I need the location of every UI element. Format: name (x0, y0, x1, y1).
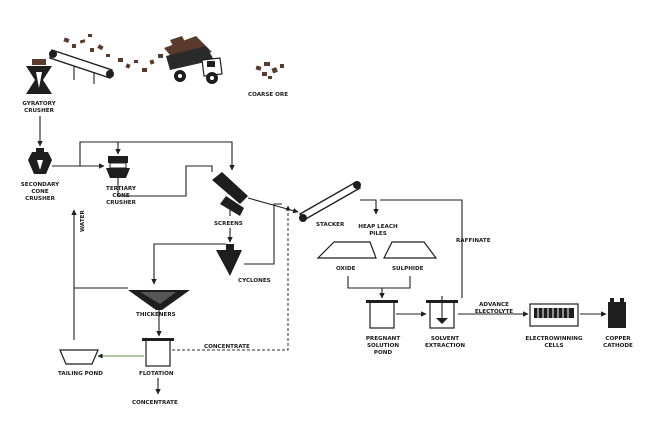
tailing-pond-icon (59, 349, 99, 365)
electrowinning-cells-icon (529, 303, 579, 327)
flow-lines: CONCENTRATE (37, 116, 607, 395)
tailing-pond-label: TAILING POND (58, 371, 103, 377)
screens-icon (212, 172, 248, 216)
oxide-label: OXIDE (336, 266, 356, 272)
flotation-icon (142, 338, 174, 367)
sulphide-heap-icon (383, 241, 438, 259)
feed-conveyor-icon (49, 49, 114, 84)
raffinate-label: RAFFINATE (456, 238, 491, 244)
pregnant-solution-pond-icon (366, 300, 398, 329)
cyclones-label: CYCLONES (238, 278, 271, 284)
cyclones-icon (216, 244, 242, 276)
stacker-label: STACKER (316, 222, 345, 228)
concentrate-output-label: CONCENTRATE (132, 400, 178, 406)
solvent-extraction-icon (426, 296, 458, 329)
secondary-cone-crusher-icon (28, 148, 52, 174)
copper-cathode-icon (608, 298, 626, 328)
coarse-ore-label: COARSE ORE (248, 92, 288, 98)
tertiary-cone-crusher-icon (106, 156, 130, 184)
screens-label: SCREENS (214, 221, 243, 227)
oxide-heap-icon (316, 241, 377, 259)
coarse-ore-pile (255, 62, 284, 79)
stacker-icon (299, 181, 361, 222)
concentrate-return-label: CONCENTRATE (204, 344, 250, 350)
ore-particles (63, 34, 163, 72)
thickeners-icon (128, 290, 190, 318)
sulphide-label: SULPHIDE (392, 266, 424, 272)
flotation-label: FLOTATION (139, 371, 174, 377)
water-label: WATER (80, 210, 86, 232)
gyratory-crusher-icon (26, 59, 52, 94)
haul-truck-icon (164, 36, 223, 84)
thickeners-label: THICKENERS (136, 312, 176, 318)
